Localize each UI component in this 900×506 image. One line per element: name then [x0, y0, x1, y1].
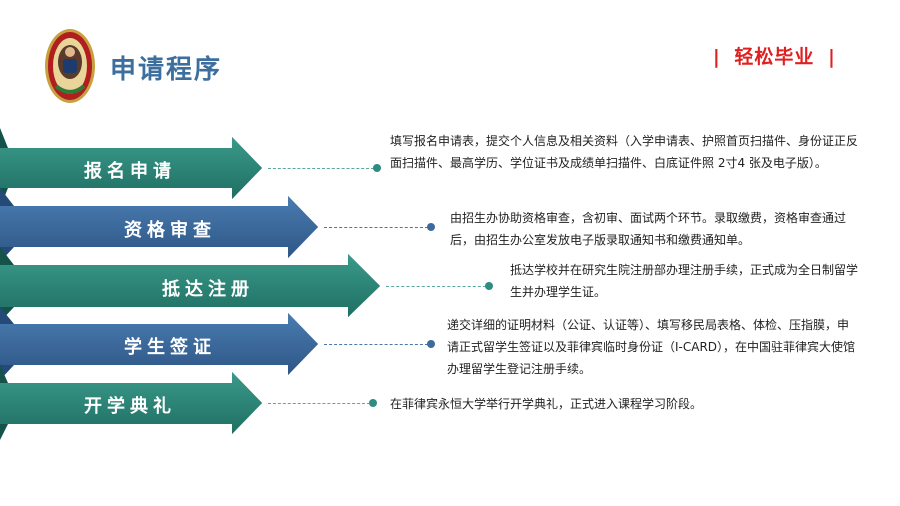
step-arrow-2 — [0, 188, 318, 262]
step-desc-1: 填写报名申请表，提交个人信息及相关资料（入学申请表、护照首页扫描件、身份证正反面… — [390, 134, 859, 170]
step-arrow-3 — [0, 247, 380, 322]
step-label-5: 开学典礼 — [84, 396, 176, 417]
tagline: | 轻松毕业 | — [707, 42, 842, 69]
step-desc-4: 递交详细的证明材料（公证、认证等）、填写移民局表格、体检、压指膜，申请正式留学生… — [447, 318, 856, 376]
tagline-text: 轻松毕业 — [734, 46, 815, 68]
step-arrow-1 — [0, 128, 262, 208]
tagline-bar-right: | — [828, 46, 836, 68]
step-desc-5: 在菲律宾永恒大学举行开学典礼，正式进入课程学习阶段。 — [390, 397, 703, 411]
step-desc-3: 抵达学校并在研究生院注册部办理注册手续，正式成为全日制留学生并办理学生证。 — [510, 263, 859, 299]
connector-line-4 — [324, 344, 428, 345]
step-arrow-4 — [0, 307, 318, 380]
step-desc-2: 由招生办协助资格审查，含初审、面试两个环节。录取缴费，资格审查通过后，由招生办公… — [450, 211, 847, 247]
connector-dot-2 — [427, 223, 435, 231]
tagline-bar-left: | — [712, 46, 721, 68]
connector-dot-1 — [373, 164, 381, 172]
page-title: 申请程序 — [110, 55, 223, 85]
connector-line-1 — [268, 168, 374, 169]
connector-line-5 — [268, 403, 370, 404]
university-logo-icon — [45, 29, 95, 103]
step-arrow-5 — [0, 365, 262, 440]
step-label-4: 学生签证 — [124, 337, 216, 358]
step-label-3: 抵达注册 — [162, 279, 254, 300]
connector-dot-4 — [427, 340, 435, 348]
step-label-1: 报名申请 — [84, 161, 176, 182]
connector-line-2 — [324, 227, 428, 228]
connector-dot-5 — [369, 399, 377, 407]
connector-dot-3 — [485, 282, 493, 290]
step-label-2: 资格审查 — [124, 220, 216, 241]
connector-line-3 — [386, 286, 486, 287]
